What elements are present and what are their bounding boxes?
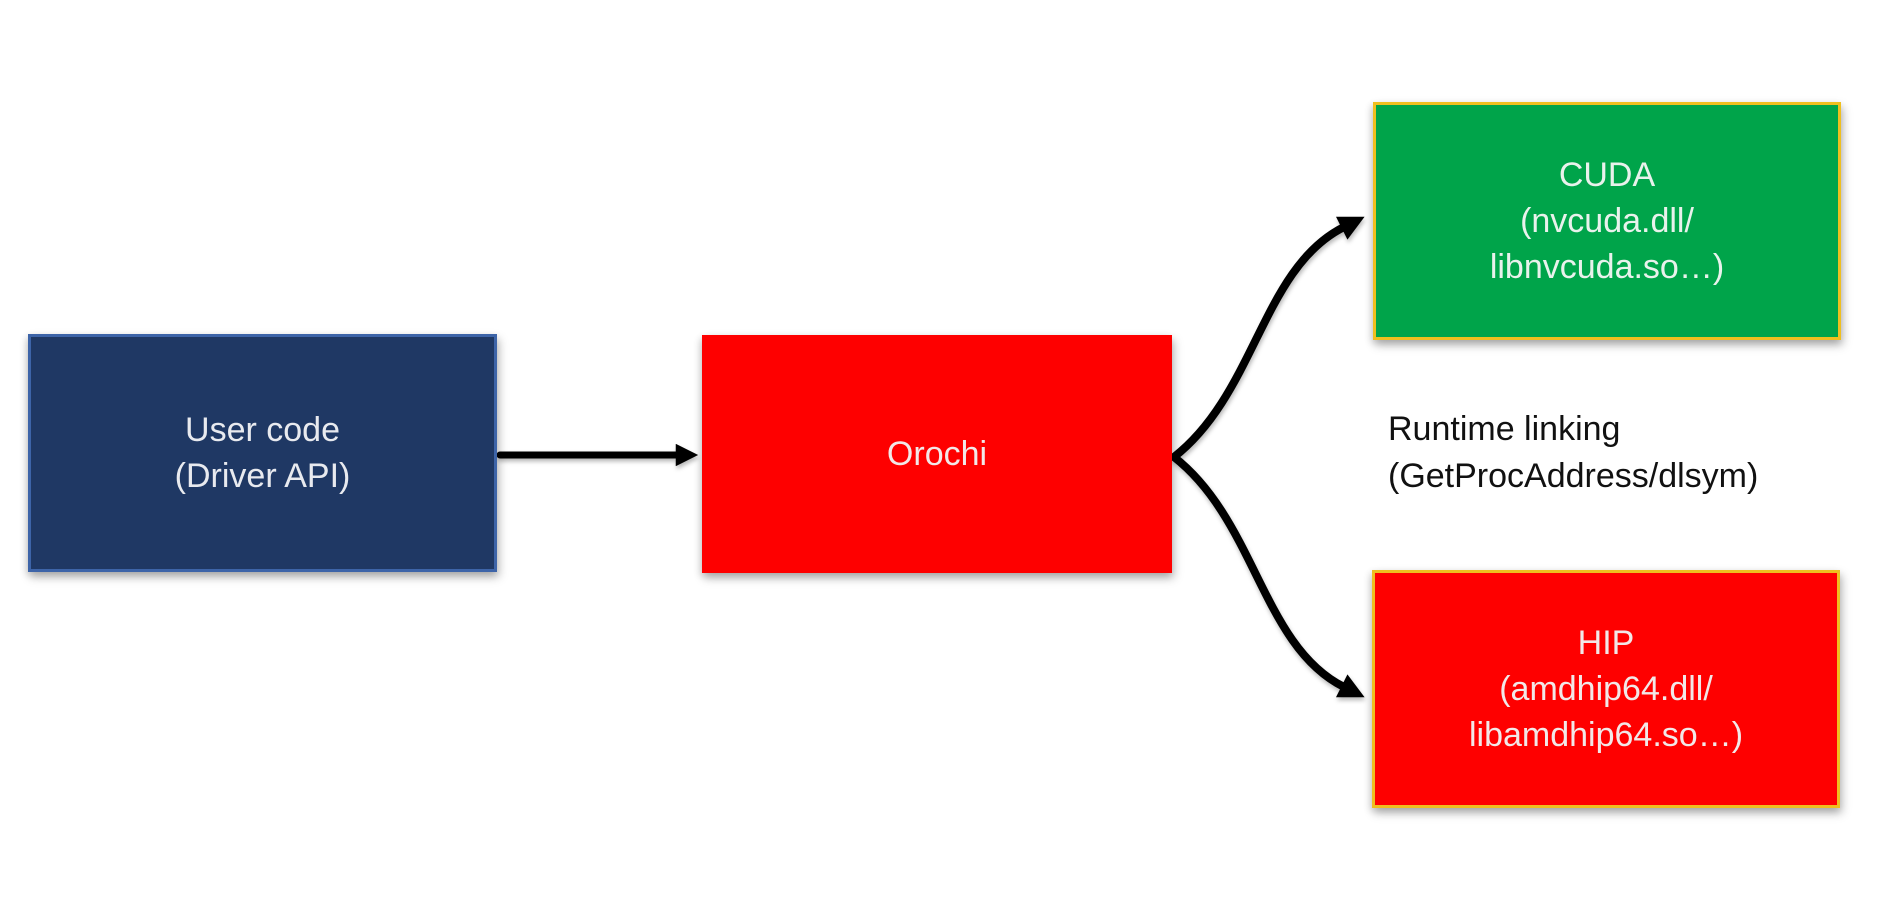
node-label-line: User code xyxy=(185,411,340,449)
node-label-line: libnvcuda.so…) xyxy=(1489,248,1725,286)
node-label-line: Orochi xyxy=(886,435,988,473)
node-label-line: libamdhip64.so…) xyxy=(1468,716,1744,754)
node-label-line: (amdhip64.dll/ xyxy=(1499,670,1713,708)
annotation-line: (GetProcAddress/dlsym) xyxy=(1388,457,1759,495)
node-label-line: (nvcuda.dll/ xyxy=(1520,202,1694,240)
node-user-code: User code (Driver API) xyxy=(28,334,497,572)
node-cuda: CUDA (nvcuda.dll/ libnvcuda.so…) xyxy=(1373,102,1841,340)
node-label-line: (Driver API) xyxy=(174,457,351,495)
runtime-linking-annotation: Runtime linking (GetProcAddress/dlsym) xyxy=(1388,406,1758,500)
node-hip: HIP (amdhip64.dll/ libamdhip64.so…) xyxy=(1372,570,1840,808)
node-orochi: Orochi xyxy=(702,335,1172,573)
arrow-orochi-to-cuda xyxy=(1170,216,1365,461)
node-label-line: HIP xyxy=(1577,624,1635,662)
arrow-orochi-to-hip xyxy=(1170,453,1365,698)
node-label-line: CUDA xyxy=(1558,156,1656,194)
annotation-line: Runtime linking xyxy=(1388,410,1621,448)
